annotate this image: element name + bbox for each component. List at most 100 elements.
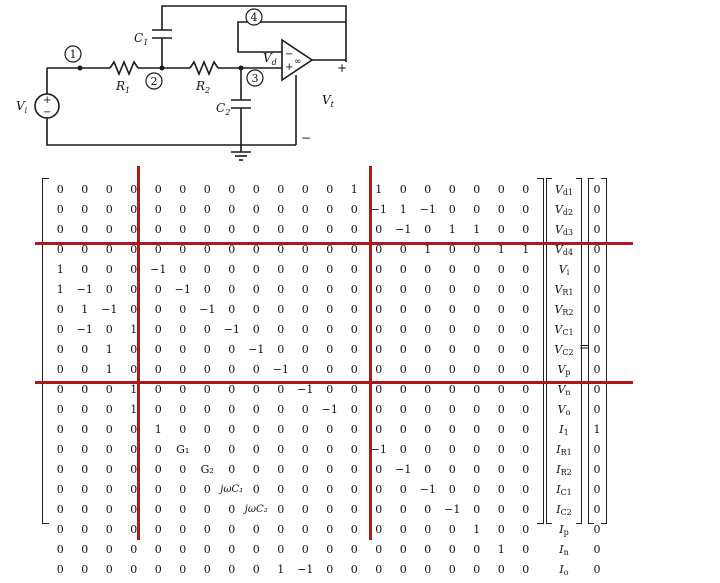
matrix-cell: 0 (522, 263, 530, 276)
unknown-entry: Vi (558, 263, 570, 277)
matrix-cell: 0 (448, 323, 456, 336)
matrix-cell: 1 (130, 323, 138, 336)
svg-text:1: 1 (70, 48, 77, 61)
matrix-cell: −1 (370, 203, 387, 216)
matrix-cell: 0 (252, 223, 260, 236)
matrix-cell: 0 (81, 463, 89, 476)
matrix-cell: 0 (277, 523, 285, 536)
matrix-cell: 0 (203, 263, 211, 276)
matrix-cell: 0 (252, 283, 260, 296)
matrix-cell: 0 (473, 243, 481, 256)
matrix-cell: G₂ (200, 463, 214, 476)
unknown-entry: VR2 (554, 303, 574, 317)
matrix-cell: 0 (473, 263, 481, 276)
matrix-cell: 0 (228, 423, 236, 436)
matrix-cell: 0 (448, 343, 456, 356)
matrix-cell: 0 (473, 443, 481, 456)
matrix-cell: 0 (424, 263, 432, 276)
matrix-cell: 0 (448, 243, 456, 256)
junction-dot (238, 65, 244, 71)
matrix-cell: 0 (375, 503, 383, 516)
unknown-entry: In (559, 543, 569, 557)
matrix-cell: 0 (105, 283, 113, 296)
matrix-cell: 0 (350, 263, 358, 276)
matrix-cell: 0 (301, 323, 309, 336)
matrix-cell: 0 (56, 403, 64, 416)
matrix-cell: 0 (350, 323, 358, 336)
c2-label: C2 (216, 101, 230, 117)
matrix-cell: G₁ (176, 443, 190, 456)
matrix-cell: 1 (375, 183, 383, 196)
output-minus: − (301, 131, 311, 145)
matrix-cell: 0 (81, 203, 89, 216)
unknown-entry: Vp (557, 363, 571, 377)
matrix-cell: −1 (199, 303, 216, 316)
matrix-cell: 0 (56, 423, 64, 436)
partition-line-right (369, 166, 372, 540)
matrix-cell: 0 (130, 423, 138, 436)
matrix-cell: 0 (301, 503, 309, 516)
matrix-cell: 0 (228, 443, 236, 456)
matrix-cell: 0 (130, 243, 138, 256)
matrix-cell: 0 (179, 363, 187, 376)
matrix-cell: 0 (203, 223, 211, 236)
matrix-cell: 0 (277, 203, 285, 216)
svg-text:2: 2 (151, 75, 158, 88)
matrix-cell: 0 (326, 343, 334, 356)
matrix-cell: 0 (424, 343, 432, 356)
matrix-cell: 0 (473, 303, 481, 316)
unknown-entry: VC2 (554, 343, 574, 357)
matrix-cell: 0 (277, 383, 285, 396)
matrix-cell: 0 (326, 283, 334, 296)
matrix-cell: 0 (252, 423, 260, 436)
matrix-cell: 0 (448, 303, 456, 316)
matrix-cell: 0 (326, 363, 334, 376)
matrix-cell: 0 (179, 243, 187, 256)
infinity-symbol: ∞ (294, 57, 302, 67)
source-minus: − (43, 107, 51, 118)
node-badge-4: 4 (245, 8, 263, 26)
matrix-cell: 0 (350, 383, 358, 396)
matrix-cell: 0 (228, 383, 236, 396)
matrix-cell: 0 (424, 223, 432, 236)
matrix-cell: 0 (179, 343, 187, 356)
circuit-wires (46, 5, 347, 161)
matrix-cell: 0 (301, 483, 309, 496)
matrix-cell: 0 (277, 183, 285, 196)
matrix-cell: 0 (277, 283, 285, 296)
matrix-cell: 0 (497, 323, 505, 336)
matrix-cell: 0 (179, 523, 187, 536)
matrix-cell: 0 (424, 403, 432, 416)
matrix-cell: 0 (203, 323, 211, 336)
matrix-cell: 0 (301, 203, 309, 216)
matrix-cell: −1 (321, 403, 338, 416)
matrix-cell: 0 (399, 483, 407, 496)
matrix-cell: 0 (252, 323, 260, 336)
matrix-cell: 0 (277, 463, 285, 476)
matrix-cell: 0 (154, 223, 162, 236)
matrix-cell: 0 (448, 363, 456, 376)
matrix-cell: 0 (179, 503, 187, 516)
matrix-cell: −1 (297, 383, 314, 396)
matrix-cell: −1 (150, 263, 167, 276)
matrix-cell: 0 (326, 183, 334, 196)
matrix-cell: −1 (101, 303, 118, 316)
matrix-cell: 0 (252, 243, 260, 256)
matrix-cell: 0 (350, 223, 358, 236)
matrix-cell: 0 (277, 443, 285, 456)
voltage-source-icon (34, 93, 60, 119)
matrix-cell: 0 (228, 343, 236, 356)
matrix-cell: 0 (154, 463, 162, 476)
matrix-cell: 0 (326, 383, 334, 396)
matrix-cell: 0 (375, 323, 383, 336)
matrix-cell: 0 (228, 563, 236, 576)
matrix-cell: 0 (326, 323, 334, 336)
matrix-cell: 0 (326, 543, 334, 556)
matrix-cell: 0 (301, 523, 309, 536)
matrix-cell: 0 (399, 263, 407, 276)
matrix-cell: 0 (473, 283, 481, 296)
matrix-cell: 0 (522, 543, 530, 556)
matrix-cell: 0 (56, 343, 64, 356)
